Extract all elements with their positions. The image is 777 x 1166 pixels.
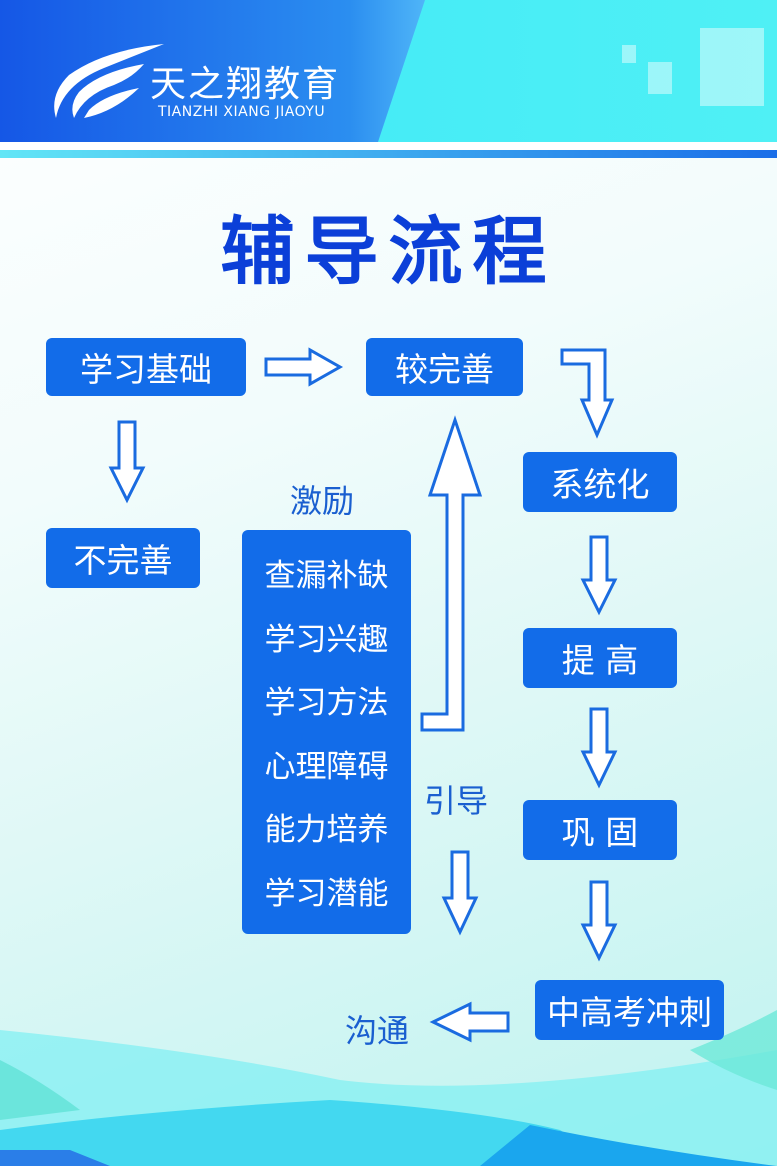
step-improve: 提 高 [523, 628, 677, 688]
step-basic: 学习基础 [46, 338, 246, 396]
step-systematize: 系统化 [523, 452, 677, 512]
divider [0, 150, 777, 158]
step-incomplete: 不完善 [46, 528, 200, 588]
incentive-item: 心理障碍 [264, 748, 389, 785]
arrow-up-icon [420, 415, 483, 732]
decor-square [622, 45, 636, 63]
label-motivate: 激励 [290, 482, 355, 520]
arrow-down-icon [580, 880, 618, 962]
brand-name-en: TIANZHI XIANG JIAOYU [158, 104, 326, 120]
divider [0, 142, 777, 150]
arrow-down-icon [441, 850, 479, 936]
incentive-list: 查漏补缺 学习兴趣 学习方法 心理障碍 能力培养 学习潜能 [242, 530, 411, 934]
decor-square [648, 62, 672, 94]
incentive-item: 查漏补缺 [264, 558, 389, 594]
label-guide: 引导 [424, 782, 489, 820]
logo-wing-icon [54, 44, 165, 118]
label-communicate: 沟通 [345, 1012, 410, 1050]
arrow-down-icon [580, 535, 618, 616]
arrow-right-icon [264, 347, 344, 387]
arrow-bent-down-icon [560, 348, 615, 439]
brand-name-cn: 天之翔教育 [150, 64, 341, 105]
arrow-left-icon [429, 1001, 510, 1043]
decor-square [700, 28, 764, 106]
step-consolidate: 巩 固 [523, 800, 677, 860]
incentive-item: 能力培养 [264, 812, 389, 848]
step-exam-sprint: 中高考冲刺 [535, 980, 724, 1040]
arrow-down-icon [108, 420, 146, 504]
page-title: 辅导流程 [220, 209, 557, 295]
incentive-item: 学习兴趣 [264, 621, 389, 658]
arrow-down-icon [580, 707, 618, 789]
incentive-item: 学习潜能 [264, 875, 389, 912]
header-blue-panel [0, 0, 425, 142]
step-better: 较完善 [366, 338, 523, 396]
incentive-item: 学习方法 [264, 685, 389, 721]
